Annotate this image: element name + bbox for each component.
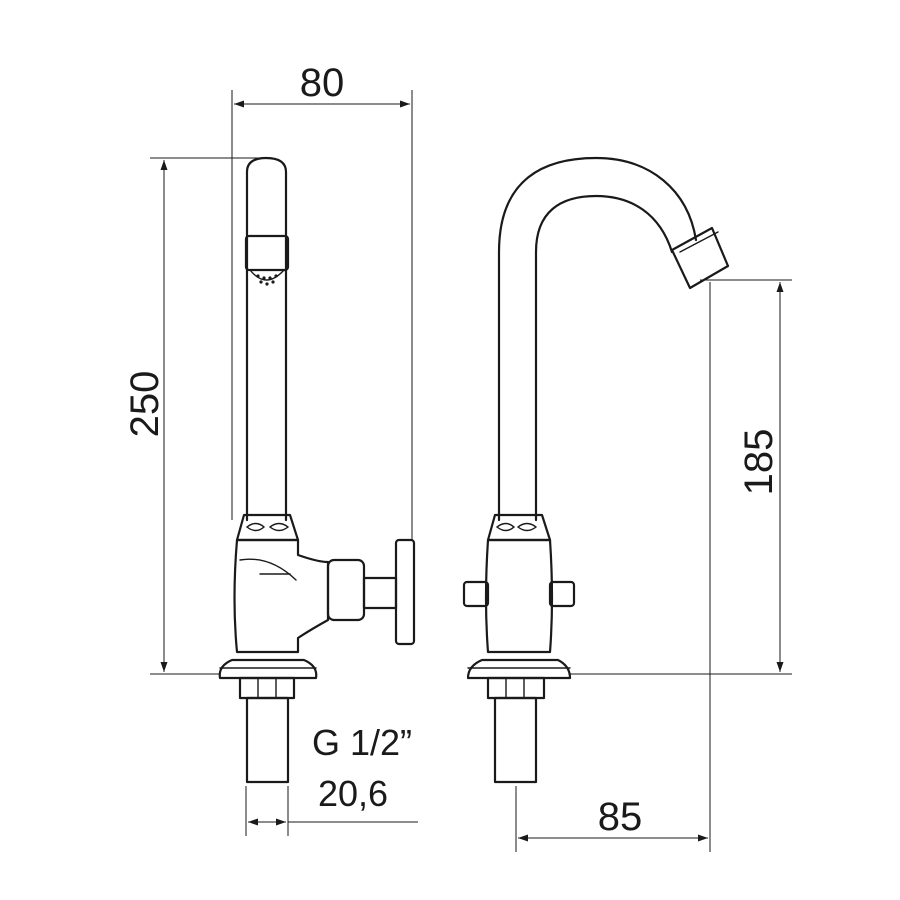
dimension-pipe-diameter: G 1/2” 20,6 (245, 722, 418, 836)
dimension-spout-reach: 85 (515, 282, 711, 852)
dimension-label-80: 80 (300, 61, 345, 105)
faucet-front-view (462, 156, 730, 784)
dimension-spout-height: 185 (570, 279, 792, 675)
dimension-label-185: 185 (737, 429, 781, 496)
dimension-total-height: 250 (123, 157, 266, 675)
aerator-mesh-icon (256, 274, 278, 286)
dimension-label-85: 85 (598, 795, 643, 839)
faucet-side-view (218, 156, 416, 784)
dimension-top-width: 80 (231, 61, 413, 540)
dimension-label-250: 250 (123, 371, 167, 438)
thread-label: G 1/2” (312, 722, 412, 763)
pipe-diameter-label: 20,6 (318, 773, 388, 814)
